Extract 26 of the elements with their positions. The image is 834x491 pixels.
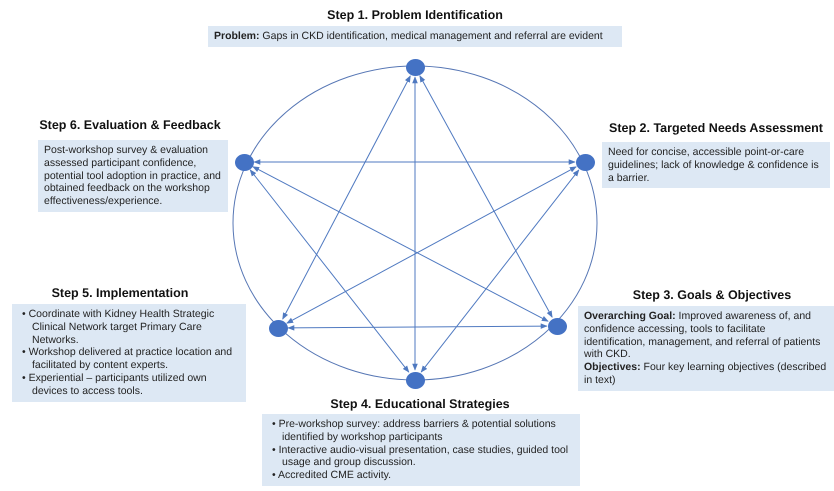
bullet-item: • Interactive audio-visual presentation, case studies, guided tool usage and group discussion. [271, 444, 570, 470]
bullet-item: • Workshop delivered at practice location and facilitated by content experts. [21, 346, 234, 372]
description-text: Post-workshop survey & evaluation assessed participant confidence, potential tool adoption in practice, and obtained feedback on the workshop effectiveness/experience. [44, 144, 222, 208]
description-text: Overarching Goal: Improved awareness of, and confidence accessing, tools to facilitate identification, management, and referral of patients with CKD. [584, 310, 822, 362]
bullet-item: • Accredited CME activity. [271, 469, 392, 482]
description-text: Problem: Gaps in CKD identification, medical management and referral are evident [214, 30, 604, 43]
bullet-item: • Coordinate with Kidney Health Strategic Clinical Network target Primary Care Networks. [21, 308, 216, 346]
double-arrow [282, 75, 411, 320]
description-text: Need for concise, accessible point-or-care guidelines; lack of knowledge & confidence is a barrier. [608, 146, 820, 184]
double-arrow [419, 75, 553, 318]
double-arrow [250, 169, 410, 373]
double-arrow [253, 159, 576, 165]
double-arrow [420, 169, 580, 373]
bullet-item: • Pre-workshop survey: address barriers & potential solutions identified by workshop participants [271, 418, 557, 444]
step-heading: Step 3. Goals & Objectives [632, 288, 792, 302]
double-arrow [412, 76, 418, 371]
step-heading: Step 5. Implementation [52, 286, 188, 300]
double-arrow [286, 166, 577, 324]
step-heading: Step 6. Evaluation & Feedback [39, 118, 221, 132]
bullet-item: • Experiential – participants utilized own devices to access tools. [21, 372, 208, 398]
double-arrow [287, 323, 548, 331]
description-text: Objectives: Four key learning objectives (described in text) [584, 361, 828, 387]
double-arrow [252, 166, 549, 322]
step-heading: Step 4. Educational Strategies [330, 397, 510, 411]
step-heading: Step 2. Targeted Needs Assessment [609, 121, 823, 135]
step-heading: Step 1. Problem Identification [327, 8, 503, 22]
